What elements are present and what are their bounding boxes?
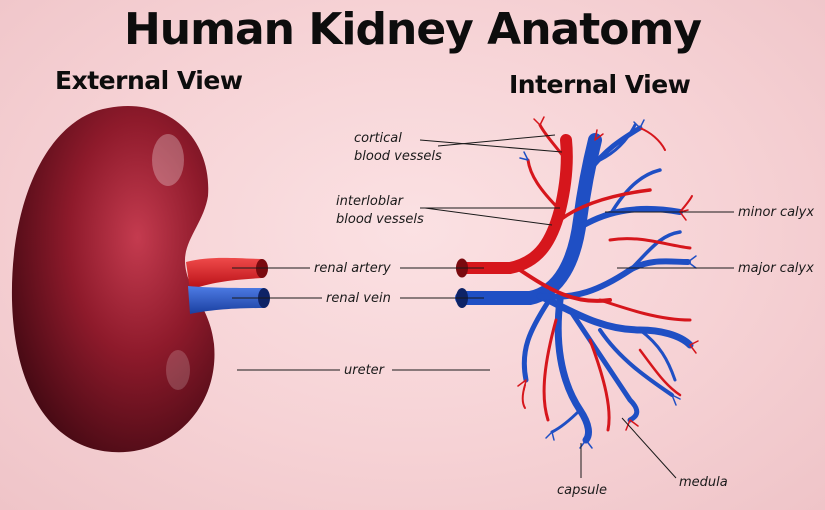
label-minor-calyx: minor calyx [738, 205, 815, 220]
label-major-calyx: major calyx [738, 261, 814, 276]
internal-vessel-tree [455, 116, 699, 449]
label-cortical: cortical [354, 131, 402, 146]
leader-lines [232, 134, 734, 479]
label-interlobar: interloblar [336, 194, 404, 209]
page-title: Human Kidney Anatomy [123, 4, 702, 55]
label-interlobar-blood-vessels: blood vessels [336, 212, 424, 227]
external-renal-artery [186, 257, 262, 290]
cortical-leader [419, 139, 563, 153]
internal-renal-vein [455, 133, 602, 305]
interlobar-leader [424, 207, 553, 226]
external-view-heading: External View [55, 66, 243, 95]
label-cortical-blood-vessels: blood vessels [354, 149, 442, 164]
kidney-highlight [152, 134, 184, 186]
label-renal-artery: renal artery [314, 261, 391, 276]
internal-renal-artery [456, 134, 573, 274]
label-medula: medula [679, 475, 728, 490]
internal-view-heading: Internal View [509, 70, 691, 99]
label-capsule: capsule [557, 483, 607, 498]
kidney-body [11, 106, 215, 453]
label-ureter: ureter [344, 363, 385, 378]
external-kidney [11, 106, 270, 453]
cortical-leader [437, 134, 556, 147]
medula-leader [621, 417, 677, 479]
label-renal-vein: renal vein [326, 291, 391, 306]
external-renal-vein [188, 286, 264, 314]
